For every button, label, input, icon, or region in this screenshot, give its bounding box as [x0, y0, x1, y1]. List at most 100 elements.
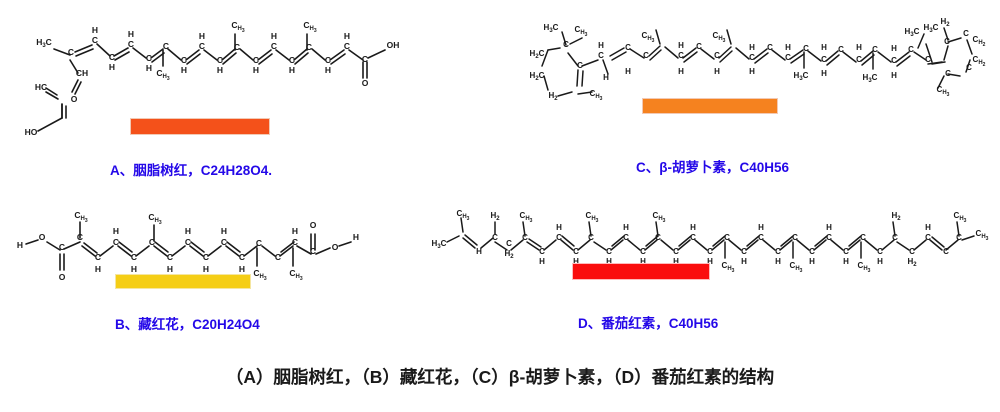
svg-text:H: H	[749, 67, 755, 76]
svg-text:C: C	[877, 247, 883, 256]
svg-text:CH3: CH3	[713, 31, 726, 44]
svg-text:O: O	[39, 232, 46, 242]
svg-text:C: C	[131, 252, 137, 262]
svg-text:OH: OH	[387, 40, 400, 50]
svg-text:C: C	[362, 54, 368, 64]
svg-text:C: C	[185, 237, 191, 247]
svg-text:CH3: CH3	[954, 211, 967, 224]
svg-text:C: C	[344, 41, 350, 51]
svg-text:H: H	[856, 43, 862, 52]
svg-text:C: C	[289, 55, 295, 65]
svg-text:C: C	[856, 55, 862, 64]
svg-text:H2: H2	[504, 249, 514, 260]
svg-text:H: H	[758, 223, 764, 232]
svg-text:C: C	[640, 247, 646, 256]
svg-text:C: C	[563, 40, 569, 49]
color-swatch-d	[572, 263, 710, 280]
svg-text:CH3: CH3	[976, 229, 989, 242]
svg-text:C: C	[655, 233, 661, 242]
svg-text:C: C	[598, 51, 604, 60]
svg-text:H: H	[877, 257, 883, 266]
svg-text:H2: H2	[891, 211, 901, 222]
svg-text:C: C	[325, 55, 331, 65]
svg-text:C: C	[217, 55, 223, 65]
svg-text:C: C	[68, 47, 74, 57]
svg-text:H: H	[775, 257, 781, 266]
color-swatch-a	[130, 118, 270, 135]
svg-text:HO: HO	[25, 127, 38, 137]
svg-text:H: H	[826, 223, 832, 232]
svg-text:H: H	[625, 67, 631, 76]
svg-text:C: C	[758, 233, 764, 242]
svg-text:C: C	[606, 247, 612, 256]
svg-text:C: C	[821, 55, 827, 64]
svg-text:CH3: CH3	[520, 211, 533, 224]
color-swatch-b	[115, 274, 251, 289]
svg-text:C: C	[573, 247, 579, 256]
svg-text:H2C: H2C	[530, 49, 545, 60]
svg-text:H: H	[353, 232, 359, 242]
svg-text:C: C	[643, 51, 649, 60]
svg-text:C: C	[943, 247, 949, 256]
svg-text:H: H	[203, 264, 209, 274]
svg-text:H3C: H3C	[794, 71, 809, 82]
svg-text:C: C	[872, 45, 878, 54]
svg-text:C: C	[95, 252, 101, 262]
svg-text:H: H	[113, 226, 119, 236]
svg-text:CH3: CH3	[303, 20, 316, 34]
svg-text:H: H	[95, 264, 101, 274]
panel-d-label: D、番茄红素，C40H56	[578, 316, 719, 331]
svg-text:H: H	[325, 65, 331, 75]
svg-text:C: C	[128, 39, 134, 49]
svg-text:C: C	[775, 247, 781, 256]
svg-text:CH2: CH2	[973, 55, 986, 68]
svg-text:H: H	[556, 223, 562, 232]
svg-text:C: C	[809, 247, 815, 256]
svg-text:H: H	[185, 226, 191, 236]
svg-text:C: C	[167, 252, 173, 262]
svg-text:H: H	[253, 65, 259, 75]
svg-text:H2: H2	[907, 257, 917, 268]
svg-text:CH3: CH3	[289, 268, 302, 282]
svg-text:CH3: CH3	[156, 68, 169, 82]
color-swatch-c	[642, 98, 778, 114]
svg-text:C: C	[714, 51, 720, 60]
svg-text:C: C	[492, 233, 498, 242]
svg-text:C: C	[966, 63, 972, 72]
svg-text:H2: H2	[548, 91, 558, 102]
svg-text:H: H	[603, 73, 609, 82]
structure-diagram-a: HO O HC CH H3C C C H C H C H C H C CH3 C	[0, 0, 450, 150]
svg-text:H: H	[344, 31, 350, 41]
svg-text:C: C	[707, 247, 713, 256]
svg-text:H: H	[809, 257, 815, 266]
svg-text:CH3: CH3	[253, 268, 266, 282]
svg-text:H: H	[749, 43, 755, 52]
svg-text:CH3: CH3	[148, 212, 161, 226]
svg-text:C: C	[860, 233, 866, 242]
svg-text:H3C: H3C	[924, 23, 939, 34]
svg-text:H: H	[271, 31, 277, 41]
svg-text:C: C	[785, 53, 791, 62]
svg-text:C: C	[306, 42, 312, 52]
svg-text:H: H	[221, 226, 227, 236]
svg-text:H: H	[199, 31, 205, 41]
svg-text:C: C	[109, 52, 115, 62]
svg-text:O: O	[310, 220, 317, 230]
svg-text:C: C	[741, 247, 747, 256]
panel-a-label: A、胭脂树红，C24H28O4.	[110, 163, 273, 178]
svg-text:C: C	[253, 55, 259, 65]
svg-text:O: O	[71, 94, 78, 104]
svg-text:H: H	[678, 67, 684, 76]
svg-text:H3C: H3C	[863, 73, 878, 84]
svg-text:C: C	[310, 246, 316, 256]
svg-text:C: C	[275, 252, 281, 262]
svg-text:CH3: CH3	[74, 210, 87, 224]
svg-text:CH3: CH3	[575, 25, 588, 38]
svg-text:C: C	[908, 45, 914, 54]
svg-text:C: C	[690, 233, 696, 242]
svg-text:H: H	[476, 247, 482, 256]
svg-text:CH3: CH3	[457, 209, 470, 222]
svg-text:C: C	[92, 35, 98, 45]
svg-text:H: H	[167, 264, 173, 274]
